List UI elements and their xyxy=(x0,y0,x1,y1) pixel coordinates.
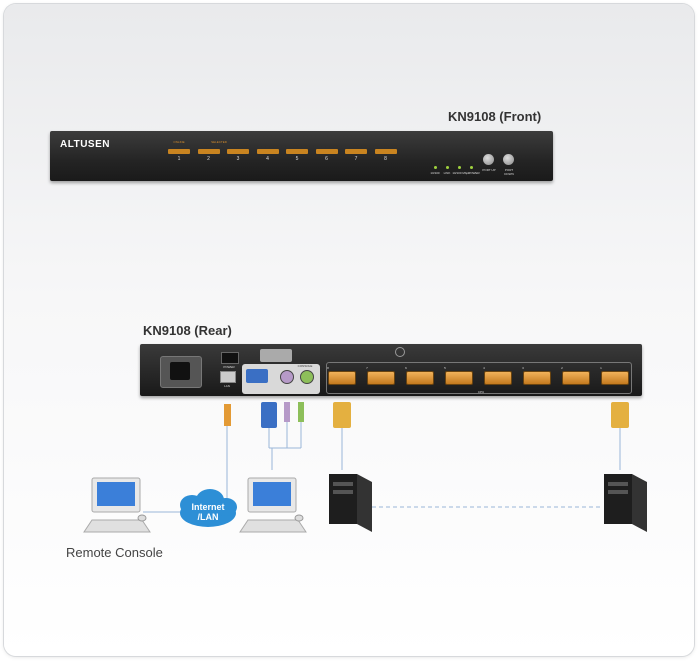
power-socket xyxy=(160,356,202,388)
front-port-button-3[interactable] xyxy=(227,149,249,154)
internet-cloud xyxy=(180,489,237,527)
rs232-port xyxy=(260,349,292,362)
server-tower-1 xyxy=(329,474,372,532)
led-power xyxy=(470,166,473,169)
led-label-power: POWER xyxy=(468,171,480,175)
front-port-number: 3 xyxy=(236,156,240,162)
rear-port-number: 7 xyxy=(366,366,368,370)
online-label: ONLINE xyxy=(173,140,185,144)
led-label-10-100: 10/100 xyxy=(430,171,440,175)
front-port-button-6[interactable] xyxy=(315,149,338,154)
led-10-100 xyxy=(434,166,437,169)
rear-cpu-port-8 xyxy=(328,371,356,385)
cpu-port-bay xyxy=(326,362,632,394)
front-port-number: 2 xyxy=(207,156,210,162)
front-port-number: 4 xyxy=(266,156,269,162)
rear-title: KN9108 (Rear) xyxy=(143,323,232,338)
rear-port-number: 3 xyxy=(522,366,524,370)
port-up-label: PORT UP xyxy=(482,168,496,172)
rear-cpu-port-1 xyxy=(601,371,629,385)
console-vga-port xyxy=(246,369,268,383)
background-panel xyxy=(4,4,694,656)
power-label: POWER xyxy=(223,365,235,369)
rear-cpu-port-6 xyxy=(406,371,434,385)
cloud-label: Internet /LAN xyxy=(184,502,232,522)
console-label: CONSOLE xyxy=(297,364,313,368)
kvm-rear-panel: POWER LAN CONSOLE 8 7 6 5 4 3 2 1 CPU xyxy=(140,344,642,396)
cloud-label-line1: Internet xyxy=(191,502,225,512)
lan-label: LAN xyxy=(224,384,230,388)
kvm-front-panel: ALTUSEN ONLINE SELECTED 1 2 3 4 5 6 7 8 10/100 … xyxy=(50,131,553,181)
rear-port-number: 2 xyxy=(561,366,563,370)
port-down-label: PORT DOWN xyxy=(504,168,514,176)
front-port-button-7[interactable] xyxy=(345,149,367,154)
cpu-label: CPU xyxy=(477,390,485,394)
front-port-number: 6 xyxy=(325,156,328,162)
rear-port-number: 1 xyxy=(600,366,602,370)
power-switch[interactable] xyxy=(221,352,239,364)
rear-port-number: 5 xyxy=(444,366,446,370)
port-down-button[interactable] xyxy=(503,154,514,165)
console-keyboard-plug xyxy=(298,402,304,422)
server-tower-8 xyxy=(604,474,647,532)
console-mouse-plug xyxy=(284,402,290,422)
rear-cpu-port-3 xyxy=(523,371,551,385)
front-port-button-8[interactable] xyxy=(374,149,397,154)
console-ps2-mouse xyxy=(280,370,294,384)
ground-screw xyxy=(395,347,405,357)
led-label-link: LINK xyxy=(443,171,451,175)
lan-port xyxy=(220,371,236,383)
front-port-number: 1 xyxy=(177,156,181,162)
port-up-button[interactable] xyxy=(483,154,494,165)
front-port-number: 8 xyxy=(384,156,387,162)
rear-port-number: 8 xyxy=(327,366,329,370)
brand-logo: ALTUSEN xyxy=(60,139,110,150)
console-ps2-keyboard xyxy=(300,370,314,384)
cpu-cable-plug-1 xyxy=(333,402,351,428)
rear-cpu-port-4 xyxy=(484,371,512,385)
remote-console-computer xyxy=(83,477,151,533)
power-socket-inner xyxy=(170,362,190,380)
lan-cable-plug xyxy=(224,404,231,426)
led-link xyxy=(446,166,449,169)
led-mbps xyxy=(458,166,461,169)
front-port-number: 5 xyxy=(295,156,299,162)
front-port-button-1[interactable] xyxy=(168,149,190,154)
front-port-button-2[interactable] xyxy=(197,149,220,154)
led-label-mbps: 10/100 Mbps xyxy=(452,171,470,175)
cloud-label-line2: /LAN xyxy=(197,512,219,522)
front-port-button-5[interactable] xyxy=(286,149,308,154)
selected-label: SELECTED xyxy=(211,140,227,144)
front-port-button-4[interactable] xyxy=(256,149,279,154)
console-vga-plug xyxy=(261,402,277,428)
cpu-cable-plug-8 xyxy=(611,402,629,428)
front-title: KN9108 (Front) xyxy=(448,109,542,124)
console-port-group xyxy=(242,364,320,394)
rear-cpu-port-5 xyxy=(445,371,473,385)
front-port-number: 7 xyxy=(354,156,358,162)
rear-port-number: 4 xyxy=(483,366,485,370)
rear-port-number: 6 xyxy=(405,366,407,370)
remote-console-label: Remote Console xyxy=(66,545,163,560)
rear-cpu-port-2 xyxy=(562,371,590,385)
rear-cpu-port-7 xyxy=(367,371,395,385)
local-console-computer xyxy=(239,477,307,533)
